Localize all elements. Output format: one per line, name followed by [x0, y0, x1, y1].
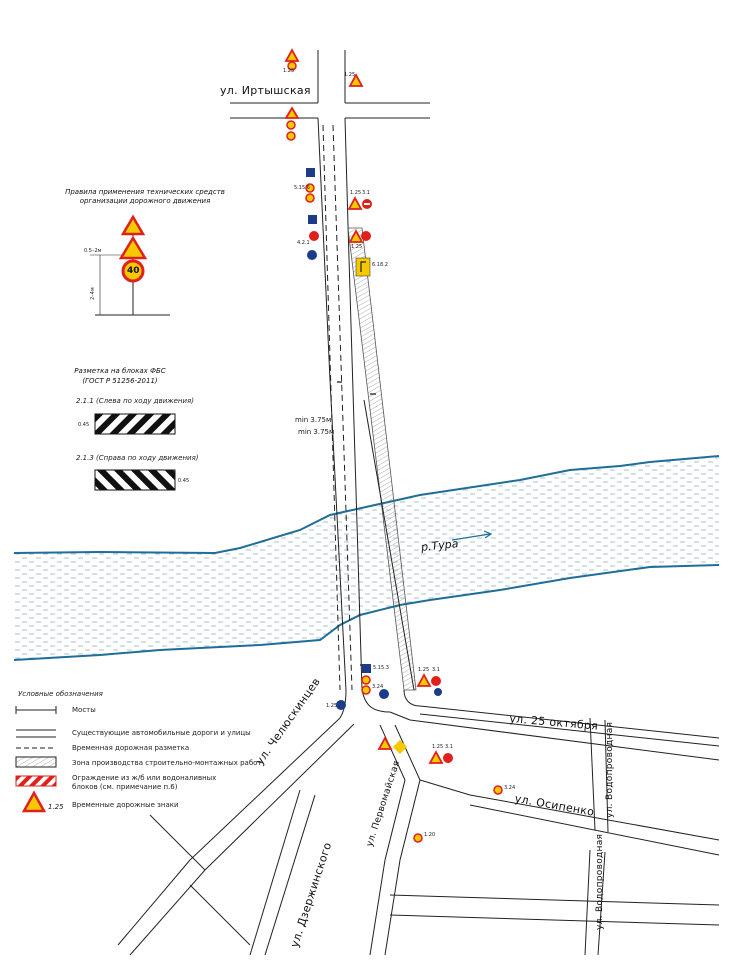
- sign-label: 1.25: [351, 244, 363, 250]
- sign-label: 1.25: [432, 744, 444, 750]
- sign-label: 1.25: [418, 667, 430, 673]
- marking-title-1: Разметка на блоках ФБС: [74, 367, 166, 375]
- street-irtyshskaya: ул. Иртышская: [220, 84, 311, 97]
- road-works-sign-icon: [118, 235, 148, 260]
- sign-label: 6.18.2: [372, 262, 388, 268]
- marking-2-1-1-sample: [94, 413, 176, 435]
- dimension-label-1: min 3.75м: [295, 416, 332, 424]
- sign-label: 4.2.1: [297, 240, 310, 246]
- marking-2-1-3-sample: [94, 469, 176, 491]
- sign-label: 5.15.6: [294, 185, 310, 191]
- road-narrows-sign-icon: [120, 214, 146, 236]
- legend-item-bridges: Мосты: [72, 706, 96, 714]
- sign-label: 1.25: [344, 72, 356, 78]
- main-road: [317, 117, 363, 691]
- sign-label: 1.25: [350, 190, 362, 196]
- marking-2-1-1-label: 2.1.1 (Слева по ходу движения): [76, 397, 194, 405]
- south-junction: [117, 689, 720, 956]
- sign-label: 3.24: [372, 684, 384, 690]
- sign-label: 3.1: [432, 667, 440, 673]
- marking-dim-1: 0.45: [78, 422, 90, 428]
- street-vodoprovodnaya-2: ул. Водопроводная: [595, 833, 605, 930]
- sign-label: 1.25: [326, 703, 338, 709]
- marking-title-2: (ГОСТ Р 51256-2011): [82, 377, 158, 385]
- height-label-top: 0.5–2м: [84, 248, 102, 254]
- legend-sign-code: 1.25: [48, 803, 64, 811]
- sign-label: 1.25: [283, 68, 295, 74]
- legend-item-roads: Существующие автомобильные дороги и улиц…: [72, 729, 251, 737]
- sign-label: 3.1: [362, 190, 370, 196]
- street-vodoprovodnaya-1: ул. Водопроводная: [605, 721, 615, 818]
- dimension-label-2: min 3.75м: [298, 428, 335, 436]
- height-label-side: 2–4м: [90, 287, 96, 300]
- rules-box-title: Правила применения технических средств о…: [65, 188, 225, 205]
- speed-limit-value: 40: [127, 266, 140, 276]
- speed-limit-sign-icon: [121, 259, 145, 283]
- marking-dim-2: 0.45: [178, 478, 190, 484]
- river-flow-arrow: [451, 533, 491, 541]
- legend-title: Условные обозначения: [18, 690, 103, 698]
- sign-label: 1.20: [424, 832, 436, 838]
- temporary-signs: [284, 48, 503, 843]
- sign-label: 5.15.3: [373, 665, 389, 671]
- legend-symbols: [15, 706, 57, 813]
- legend-item-barrier: Ограждение из ж/б или водоналивных блоко…: [72, 774, 217, 791]
- legend-item-signs: Временные дорожные знаки: [72, 801, 179, 809]
- sign-label: 3.1: [445, 744, 453, 750]
- legend-sign-icon: [21, 790, 47, 813]
- construction-zone: [347, 227, 417, 691]
- legend-item-marking: Временная дорожная разметка: [72, 744, 190, 752]
- irtyshskaya-road: [230, 50, 430, 119]
- sign-label: 3.24: [504, 785, 516, 791]
- legend-item-zone: Зона производства строительно-монтажных …: [72, 759, 262, 767]
- marking-2-1-3-label: 2.1.3 (Справа по ходу движения): [76, 454, 199, 462]
- rules-sign-post: [90, 214, 170, 316]
